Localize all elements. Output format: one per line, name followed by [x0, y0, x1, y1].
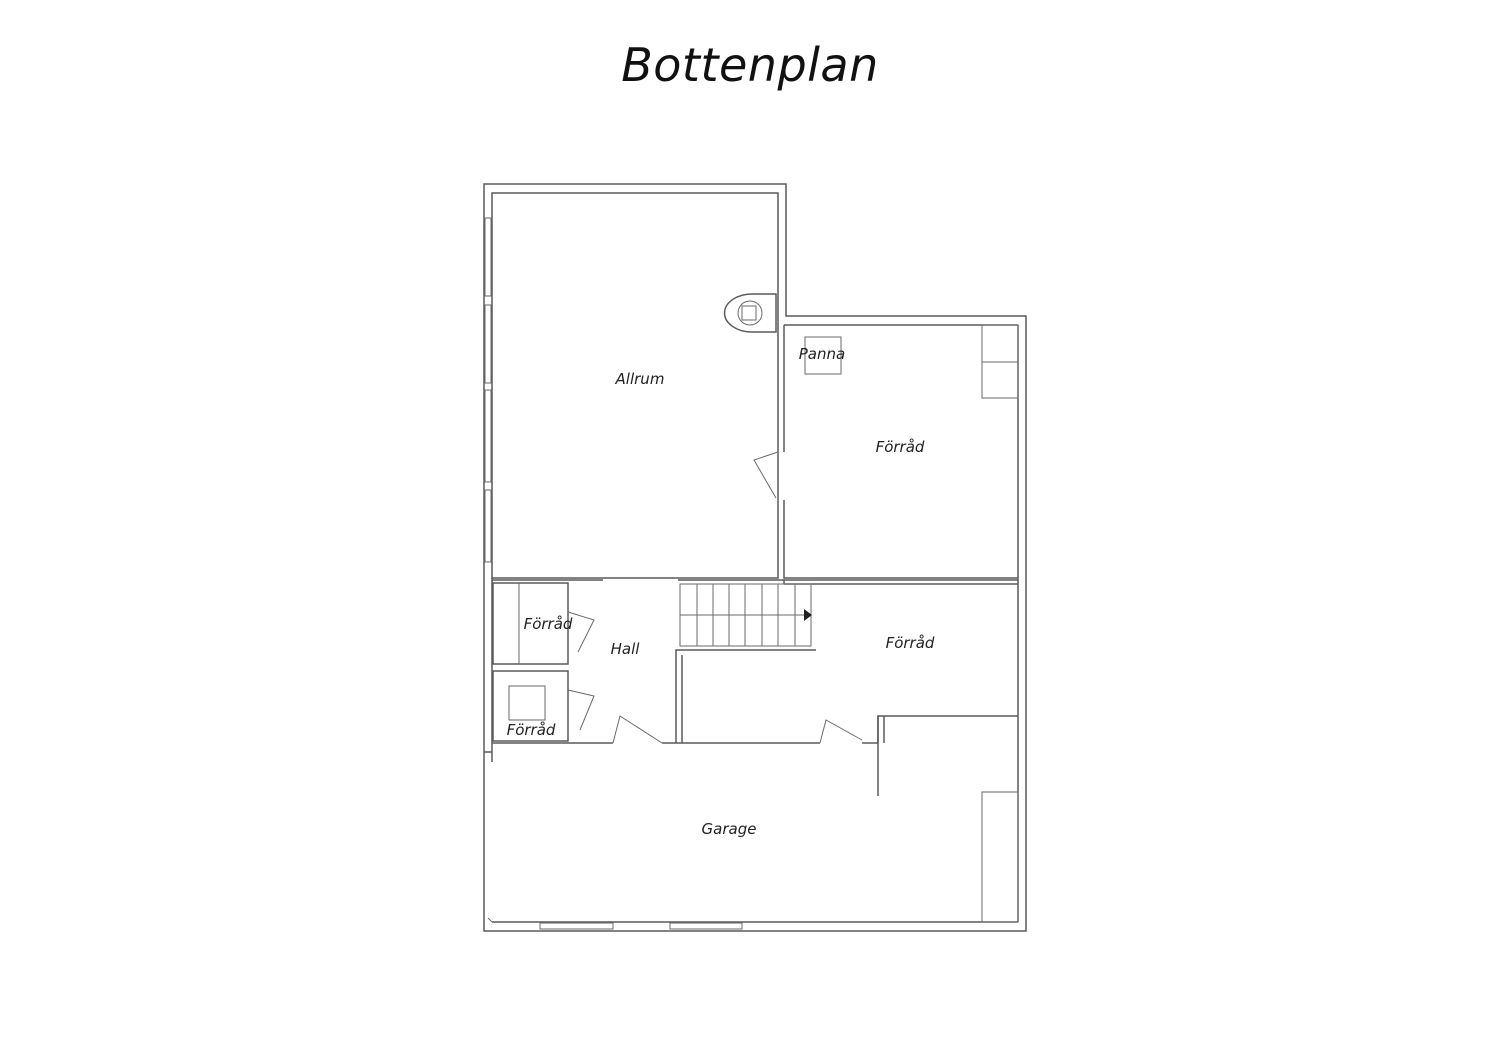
interior-walls	[484, 579, 1018, 796]
room-label-allrum: Allrum	[615, 370, 665, 388]
room-label-forrad-middle: Förråd	[886, 634, 935, 652]
boiler-icon	[804, 336, 842, 375]
room-label-panna: Panna	[799, 345, 845, 363]
closet-box-icon	[508, 685, 546, 721]
garage-room	[487, 791, 1019, 930]
room-label-forrad-upper: Förråd	[876, 438, 925, 456]
room-label-garage: Garage	[702, 820, 757, 838]
garage-door-left	[539, 922, 614, 930]
garage-door-right	[669, 922, 743, 930]
fireplace-icon	[723, 293, 777, 333]
storage-room-upper	[753, 324, 1019, 579]
staircase	[679, 583, 812, 647]
exterior-walls	[483, 183, 1027, 932]
room-label-forrad-left-lower: Förråd	[507, 721, 556, 739]
room-label-hall: Hall	[611, 640, 641, 658]
room-label-forrad-left-upper: Förråd	[524, 615, 573, 633]
stair-direction-arrow-icon	[804, 609, 812, 621]
page-title: Bottenplan	[621, 38, 879, 92]
windows-allrum	[484, 217, 492, 563]
